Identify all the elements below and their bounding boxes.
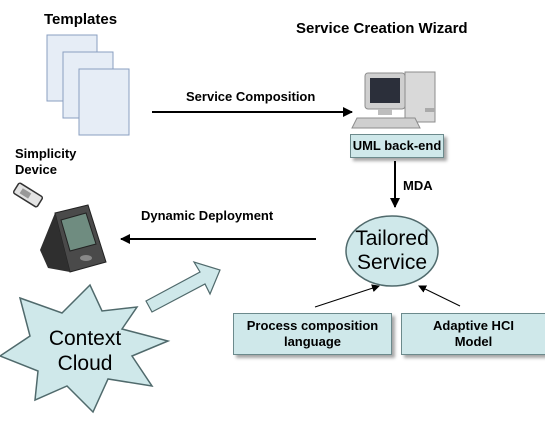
- tailored-service-ellipse: [345, 215, 439, 287]
- hci-to-service-arrow: [418, 285, 461, 307]
- process-to-service-arrow: [314, 284, 380, 308]
- service-composition-label: Service Composition: [186, 89, 316, 104]
- adaptive-hci-box: Adaptive HCI Model: [401, 313, 545, 355]
- pda-device-icon: [40, 204, 107, 273]
- context-to-service-arrow: [145, 260, 221, 313]
- computer-icon: [351, 71, 436, 129]
- tailored-service-label: Tailored Service: [355, 227, 429, 274]
- process-composition-label: Process composition language: [246, 318, 379, 349]
- adaptive-hci-label: Adaptive HCI Model: [433, 318, 514, 349]
- wizard-label: Service Creation Wizard: [296, 20, 468, 37]
- simplicity-device-label: Simplicity Device: [15, 146, 77, 177]
- uml-backend-box: UML back-end: [350, 134, 444, 158]
- dynamic-deployment-label: Dynamic Deployment: [141, 208, 274, 223]
- templates-icon: [46, 34, 130, 136]
- simplicity-device-icon: [12, 182, 44, 208]
- context-cloud-label: Context Cloud: [48, 327, 122, 375]
- context-cloud-shape: [0, 283, 171, 414]
- process-composition-box: Process composition language: [233, 313, 392, 355]
- templates-label: Templates: [44, 11, 118, 28]
- uml-backend-label: UML back-end: [352, 138, 442, 153]
- mda-label: MDA: [403, 178, 433, 193]
